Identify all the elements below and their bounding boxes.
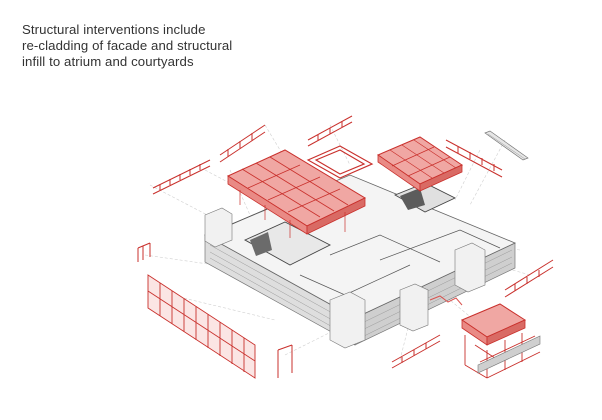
exploded-trusses xyxy=(137,115,554,378)
courtyard-roof-infill xyxy=(376,136,464,192)
diagram-caption: Structural interventions include re-clad… xyxy=(22,22,322,70)
caption-line-3: infill to atrium and courtyards xyxy=(22,54,194,69)
grey-beam xyxy=(484,130,529,161)
entrance-pavilion xyxy=(460,303,541,379)
facade-cladding-frame xyxy=(147,274,256,379)
building-mass xyxy=(204,174,516,349)
atrium-roof-infill xyxy=(226,149,367,238)
caption-line-2: re-cladding of facade and structural xyxy=(22,38,233,53)
ring-frame xyxy=(306,145,374,179)
caption-line-1: Structural interventions include xyxy=(22,22,206,37)
